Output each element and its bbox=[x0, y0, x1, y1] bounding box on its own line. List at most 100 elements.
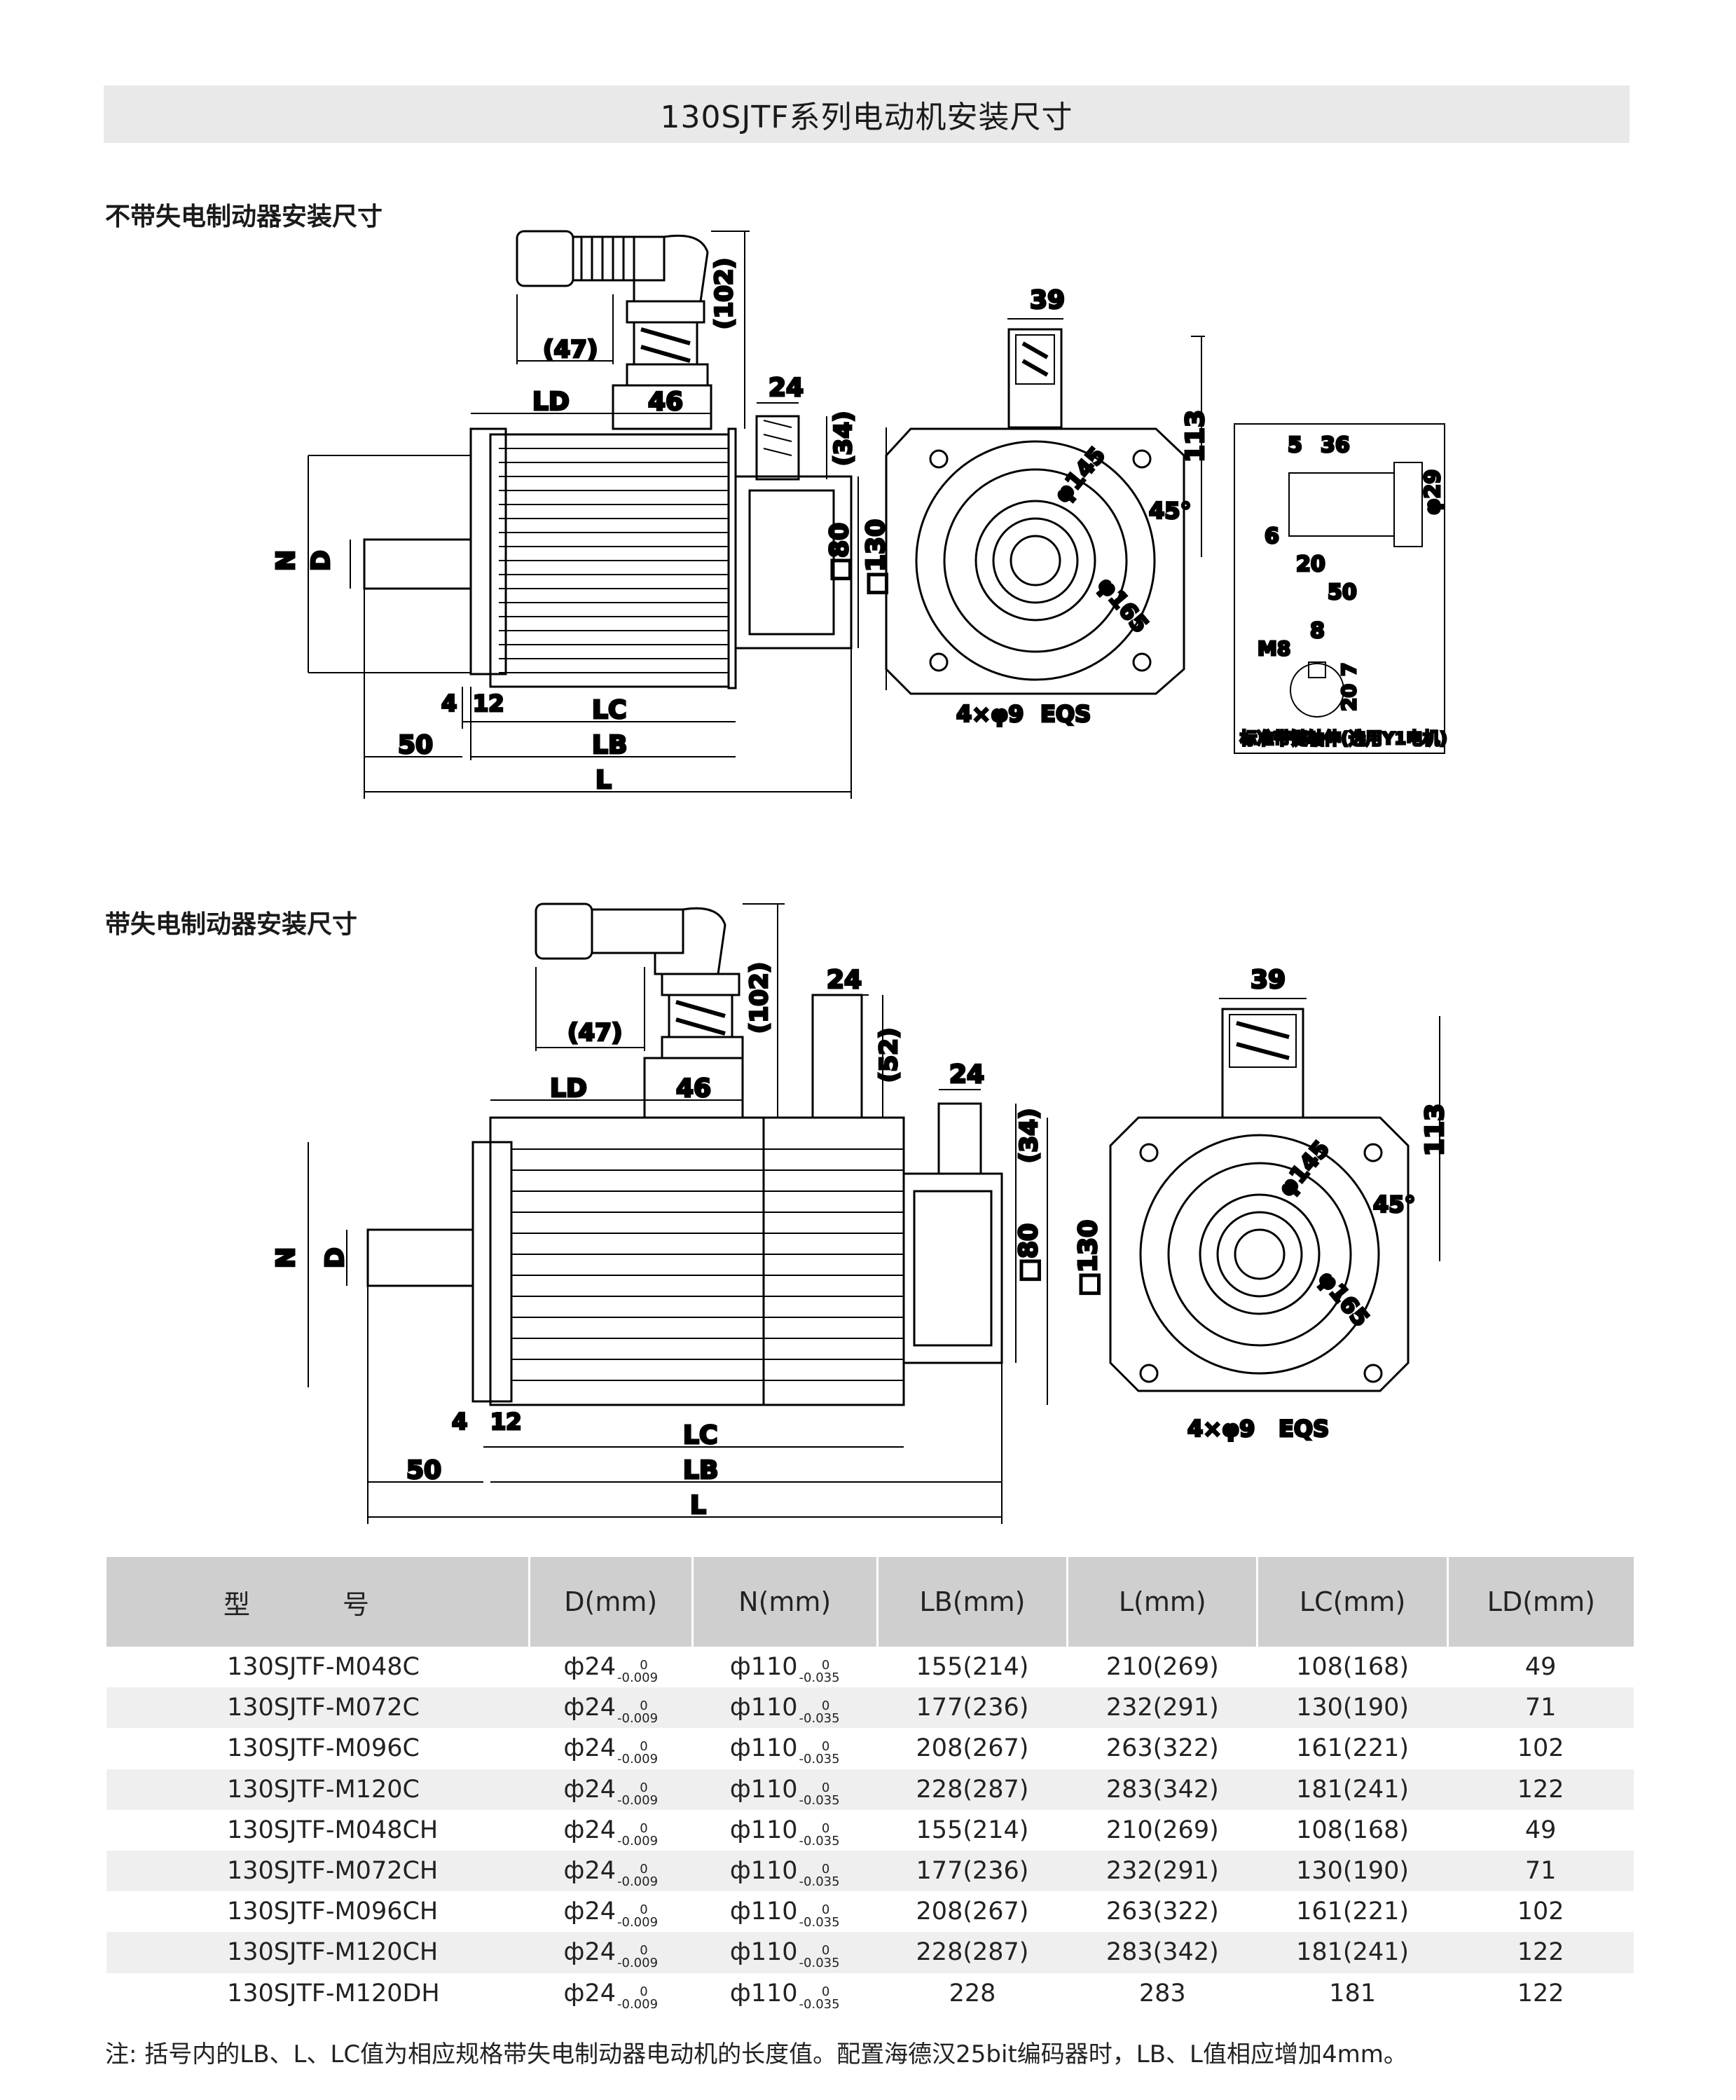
label-eqs: EQS bbox=[1040, 701, 1091, 727]
label-46-2: 46 bbox=[676, 1074, 711, 1103]
label-lb-2: LB bbox=[683, 1456, 718, 1485]
cell-model: 130SJTF-M072C bbox=[106, 1687, 530, 1729]
cell-lc: 108(168) bbox=[1296, 1653, 1410, 1682]
tolerance: 0-0.009 bbox=[617, 1820, 659, 1848]
label-lc-2: LC bbox=[683, 1421, 717, 1450]
label-shaft-8: 8 bbox=[1310, 619, 1325, 643]
cell-ld: 102 bbox=[1517, 1734, 1564, 1763]
label-d-2: D bbox=[321, 1247, 350, 1268]
label-102-2: (102) bbox=[745, 962, 773, 1034]
cell-lb: 155(214) bbox=[916, 1816, 1029, 1844]
cell-lc: 108(168) bbox=[1296, 1816, 1410, 1844]
label-n: N bbox=[272, 550, 301, 571]
cell-model: 130SJTF-M048CH bbox=[227, 1816, 439, 1844]
spec-table: 型 号 D(mm) N(mm) LB(mm) L(mm) LC(mm) LD(m… bbox=[106, 1557, 1634, 2014]
cell-model: 130SJTF-M096C bbox=[227, 1734, 420, 1763]
header-d: D(mm) bbox=[529, 1557, 694, 1647]
label-shaft-6: 6 bbox=[1265, 524, 1279, 549]
cell-lb: 177(236) bbox=[877, 1687, 1068, 1729]
cell-lc: 161(221) bbox=[1296, 1734, 1410, 1763]
label-24-b: 24 bbox=[949, 1060, 984, 1089]
cell-model: 130SJTF-M120CH bbox=[106, 1932, 530, 1973]
header-lc: LC(mm) bbox=[1257, 1557, 1449, 1647]
label-80: □80 bbox=[825, 523, 854, 582]
cell-ld: 122 bbox=[1447, 1932, 1634, 1973]
label-12-2: 12 bbox=[490, 1408, 522, 1435]
cell-l: 263(322) bbox=[1105, 1734, 1219, 1763]
motor-body-side-2 bbox=[366, 994, 1003, 1406]
tolerance: 0-0.035 bbox=[799, 1698, 840, 1727]
label-130-2: □130 bbox=[1074, 1220, 1103, 1296]
label-shaft-20b: 20 bbox=[1337, 684, 1360, 711]
shaft-detail-box bbox=[1234, 423, 1445, 754]
tolerance: 0-0.035 bbox=[799, 1780, 840, 1808]
cell-model: 130SJTF-M096CH bbox=[227, 1897, 439, 1926]
label-lb: LB bbox=[592, 731, 627, 760]
label-52: (52) bbox=[875, 1028, 903, 1083]
label-39-2: 39 bbox=[1251, 966, 1286, 994]
label-d: D bbox=[307, 550, 336, 571]
cell-l: 232(291) bbox=[1067, 1687, 1258, 1729]
header-n: N(mm) bbox=[692, 1557, 879, 1647]
tolerance: 0-0.035 bbox=[799, 1820, 840, 1848]
cell-model: 130SJTF-M120DH bbox=[227, 1979, 440, 2008]
label-l-2: L bbox=[690, 1491, 706, 1520]
label-45deg-2: 45° bbox=[1373, 1191, 1416, 1218]
label-n-2: N bbox=[272, 1247, 301, 1268]
cell-lc: 181(241) bbox=[1257, 1932, 1448, 1973]
cell-lb: 228 bbox=[949, 1979, 996, 2008]
page-title: 130SJTF系列电动机安装尺寸 bbox=[660, 99, 1073, 135]
label-12: 12 bbox=[473, 690, 504, 717]
motor-body-side bbox=[363, 415, 853, 689]
cell-lb: 155(214) bbox=[916, 1653, 1029, 1682]
cell-lb: 208(267) bbox=[916, 1897, 1029, 1926]
section-heading-with-brake: 带失电制动器安装尺寸 bbox=[105, 910, 358, 939]
label-80-2: □80 bbox=[1014, 1223, 1043, 1282]
label-47-2: (47) bbox=[567, 1019, 622, 1047]
cell-model: 130SJTF-M072CH bbox=[106, 1850, 530, 1892]
cell-lb: 228(287) bbox=[877, 1932, 1068, 1973]
cell-ld: 71 bbox=[1447, 1687, 1634, 1729]
cell-model: 130SJTF-M120C bbox=[106, 1769, 530, 1810]
label-50: 50 bbox=[398, 731, 433, 760]
cell-l: 232(291) bbox=[1067, 1850, 1258, 1892]
cell-lb: 228(287) bbox=[877, 1769, 1068, 1810]
label-eqs-2: EQS bbox=[1279, 1415, 1329, 1442]
label-shaft-phi29: φ29 bbox=[1421, 469, 1445, 515]
cell-l: 283(342) bbox=[1067, 1769, 1258, 1810]
cell-lc: 181(241) bbox=[1257, 1769, 1448, 1810]
label-102: (102) bbox=[710, 258, 738, 329]
tolerance: 0-0.009 bbox=[617, 1943, 659, 1971]
cell-ld: 102 bbox=[1517, 1897, 1564, 1926]
cell-lb: 177(236) bbox=[877, 1850, 1068, 1892]
table-header-row: 型 号 D(mm) N(mm) LB(mm) L(mm) LC(mm) LD(m… bbox=[106, 1557, 1634, 1647]
drawing-no-brake: (47) (102) LD 46 24 (34) N D □80 □130 4 … bbox=[271, 230, 1449, 799]
cell-model: 130SJTF-M048C bbox=[227, 1653, 420, 1682]
header-ld: LD(mm) bbox=[1447, 1557, 1634, 1647]
cell-l: 210(269) bbox=[1105, 1653, 1219, 1682]
tolerance: 0-0.035 bbox=[799, 1739, 840, 1767]
cell-l: 210(269) bbox=[1105, 1816, 1219, 1844]
front-view-2 bbox=[1109, 998, 1440, 1392]
tolerance: 0-0.009 bbox=[617, 1862, 659, 1890]
label-holes-2: 4×φ9 bbox=[1187, 1415, 1255, 1442]
tolerance: 0-0.035 bbox=[799, 1658, 840, 1686]
label-39: 39 bbox=[1030, 286, 1065, 315]
cell-ld: 49 bbox=[1524, 1816, 1557, 1844]
